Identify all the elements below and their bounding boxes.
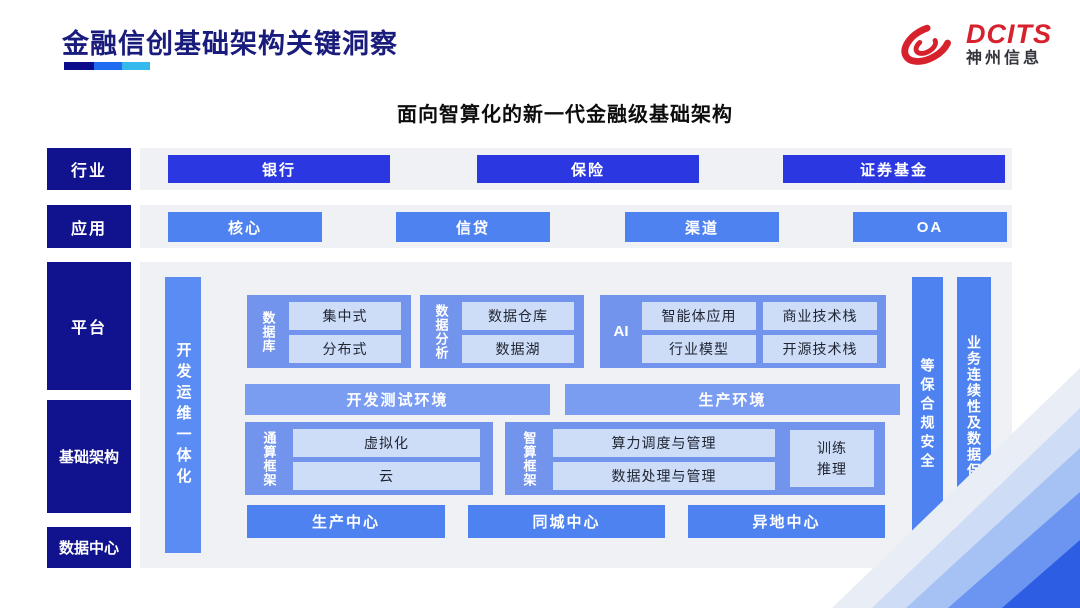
diagram-title: 面向智算化的新一代金融级基础架构 bbox=[397, 104, 733, 126]
block-opensource-stack: 开源技术栈 bbox=[763, 335, 877, 363]
block-virtualization: 虚拟化 bbox=[293, 429, 480, 457]
devops-vertical-bar: 开发运维一体化 bbox=[165, 277, 201, 553]
ai-group-label: AI bbox=[613, 323, 629, 340]
application-row: 核心 信贷 渠道 OA bbox=[140, 205, 1012, 248]
general-framework-label: 通算框架 bbox=[261, 430, 277, 487]
analytics-group: 数据分析 数据仓库 数据湖 bbox=[420, 295, 584, 368]
block-commercial-stack: 商业技术栈 bbox=[763, 302, 877, 330]
block-remote-center: 异地中心 bbox=[688, 505, 885, 538]
block-cloud: 云 bbox=[293, 462, 480, 490]
block-compute-scheduling: 算力调度与管理 bbox=[553, 429, 775, 457]
block-core: 核心 bbox=[168, 212, 322, 242]
block-oa: OA bbox=[853, 212, 1007, 242]
underline-segment-blue bbox=[94, 62, 122, 70]
block-samecity-center: 同城中心 bbox=[468, 505, 665, 538]
row-label-industry: 行业 bbox=[47, 148, 131, 190]
industry-row: 银行 保险 证券基金 bbox=[140, 148, 1012, 190]
row-label-application: 应用 bbox=[47, 205, 131, 248]
row-label-datacenter: 数据中心 bbox=[47, 527, 131, 568]
underline-segment-cyan bbox=[122, 62, 150, 70]
block-data-processing: 数据处理与管理 bbox=[553, 462, 775, 490]
block-production-center: 生产中心 bbox=[247, 505, 445, 538]
company-logo: DCITS 神州信息 bbox=[896, 16, 1052, 72]
security-vertical-bar-label: 等保合规安全 bbox=[919, 358, 936, 472]
block-training-inference: 训练推理 bbox=[790, 430, 874, 487]
block-agent-apps: 智能体应用 bbox=[642, 302, 756, 330]
block-production-environment: 生产环境 bbox=[565, 384, 900, 415]
platform-panel: 开发运维一体化 数据库 集中式 分布式 数据分析 数据仓库 数据湖 AI 智能体… bbox=[140, 262, 1012, 568]
row-label-infrastructure: 基础架构 bbox=[47, 400, 131, 513]
row-label-platform: 平台 bbox=[47, 262, 131, 390]
block-industry-models: 行业模型 bbox=[642, 335, 756, 363]
logo-brand-text: DCITS bbox=[966, 19, 1052, 50]
continuity-vertical-bar: 业务连续性及数据保护 bbox=[957, 277, 991, 553]
title-underline bbox=[64, 62, 150, 70]
block-insurance: 保险 bbox=[477, 155, 699, 183]
block-training-inference-label: 训练推理 bbox=[817, 440, 847, 477]
security-vertical-bar: 等保合规安全 bbox=[912, 277, 943, 553]
continuity-vertical-bar-label: 业务连续性及数据保护 bbox=[966, 335, 982, 495]
database-group-label: 数据库 bbox=[260, 310, 276, 353]
block-securities: 证券基金 bbox=[783, 155, 1005, 183]
underline-segment-dark bbox=[64, 62, 94, 70]
analytics-group-label: 数据分析 bbox=[433, 303, 449, 360]
block-distributed: 分布式 bbox=[289, 335, 401, 363]
ai-group: AI 智能体应用 商业技术栈 行业模型 开源技术栈 bbox=[600, 295, 886, 368]
database-group: 数据库 集中式 分布式 bbox=[247, 295, 411, 368]
block-devtest-environment: 开发测试环境 bbox=[245, 384, 550, 415]
block-credit: 信贷 bbox=[396, 212, 550, 242]
ai-framework-label: 智算框架 bbox=[521, 430, 537, 487]
block-data-lake: 数据湖 bbox=[462, 335, 574, 363]
logo-swirl-icon bbox=[901, 23, 953, 65]
block-data-warehouse: 数据仓库 bbox=[462, 302, 574, 330]
block-centralized: 集中式 bbox=[289, 302, 401, 330]
block-channel: 渠道 bbox=[625, 212, 779, 242]
ai-framework-group: 智算框架 算力调度与管理 数据处理与管理 训练推理 bbox=[505, 422, 885, 495]
logo-company-text: 神州信息 bbox=[966, 49, 1043, 67]
block-bank: 银行 bbox=[168, 155, 390, 183]
devops-vertical-bar-label: 开发运维一体化 bbox=[174, 341, 192, 489]
page-title: 金融信创基础架构关键洞察 bbox=[62, 29, 398, 59]
general-framework-group: 通算框架 虚拟化 云 bbox=[245, 422, 493, 495]
